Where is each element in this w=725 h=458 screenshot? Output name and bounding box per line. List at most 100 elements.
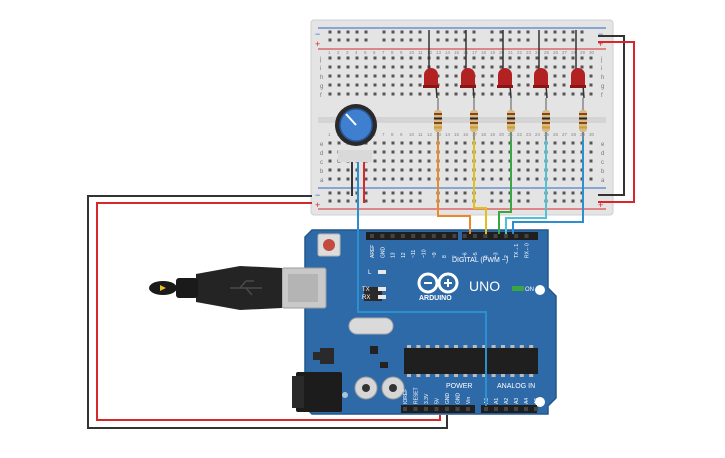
breadboard-hole[interactable] — [553, 159, 557, 163]
breadboard-hole[interactable] — [391, 74, 395, 78]
rail-hole[interactable] — [382, 191, 386, 195]
breadboard-hole[interactable] — [562, 56, 566, 60]
breadboard-hole[interactable] — [328, 168, 332, 172]
breadboard-hole[interactable] — [553, 83, 557, 87]
rail-hole[interactable] — [364, 38, 368, 42]
breadboard-hole[interactable] — [409, 141, 413, 145]
breadboard-hole[interactable] — [364, 92, 368, 96]
breadboard-hole[interactable] — [409, 177, 413, 181]
breadboard-hole[interactable] — [490, 74, 494, 78]
led-3[interactable] — [497, 30, 513, 99]
breadboard-hole[interactable] — [346, 56, 350, 60]
breadboard-hole[interactable] — [463, 141, 467, 145]
wire-gnd-to-rail[interactable] — [87, 195, 448, 429]
breadboard-hole[interactable] — [364, 83, 368, 87]
breadboard-hole[interactable] — [373, 168, 377, 172]
rail-hole[interactable] — [472, 38, 476, 42]
breadboard-hole[interactable] — [571, 92, 575, 96]
breadboard-hole[interactable] — [535, 150, 539, 154]
breadboard-hole[interactable] — [337, 177, 341, 181]
breadboard-hole[interactable] — [553, 65, 557, 69]
rail-hole[interactable] — [490, 191, 494, 195]
breadboard-hole[interactable] — [562, 92, 566, 96]
breadboard-hole[interactable] — [499, 65, 503, 69]
rail-hole[interactable] — [553, 38, 557, 42]
breadboard-hole[interactable] — [517, 56, 521, 60]
breadboard-hole[interactable] — [409, 65, 413, 69]
rail-hole[interactable] — [517, 199, 521, 203]
breadboard-hole[interactable] — [364, 56, 368, 60]
rail-hole[interactable] — [454, 199, 458, 203]
breadboard-hole[interactable] — [535, 65, 539, 69]
header-socket[interactable] — [390, 234, 395, 238]
breadboard-hole[interactable] — [481, 83, 485, 87]
breadboard-hole[interactable] — [481, 141, 485, 145]
breadboard-hole[interactable] — [427, 141, 431, 145]
breadboard-hole[interactable] — [553, 141, 557, 145]
breadboard-hole[interactable] — [373, 83, 377, 87]
rail-hole[interactable] — [391, 199, 395, 203]
breadboard-hole[interactable] — [445, 74, 449, 78]
breadboard-hole[interactable] — [445, 141, 449, 145]
rail-hole[interactable] — [490, 38, 494, 42]
breadboard-hole[interactable] — [355, 92, 359, 96]
breadboard-hole[interactable] — [481, 150, 485, 154]
breadboard-hole[interactable] — [382, 56, 386, 60]
breadboard-hole[interactable] — [400, 168, 404, 172]
breadboard-hole[interactable] — [499, 159, 503, 163]
header-socket[interactable] — [370, 234, 374, 238]
rail-hole[interactable] — [382, 199, 386, 203]
breadboard-hole[interactable] — [571, 177, 575, 181]
rail-hole[interactable] — [571, 30, 575, 34]
rail-hole[interactable] — [436, 30, 440, 34]
rail-hole[interactable] — [463, 30, 467, 34]
header-socket[interactable] — [411, 234, 416, 238]
breadboard-hole[interactable] — [580, 65, 584, 69]
breadboard-hole[interactable] — [418, 92, 422, 96]
breadboard-hole[interactable] — [490, 65, 494, 69]
rail-hole[interactable] — [418, 191, 422, 195]
breadboard-hole[interactable] — [337, 56, 341, 60]
rail-hole[interactable] — [562, 199, 566, 203]
rail-hole[interactable] — [364, 30, 368, 34]
rail-hole[interactable] — [508, 30, 512, 34]
rail-hole[interactable] — [544, 30, 548, 34]
breadboard-hole[interactable] — [553, 92, 557, 96]
breadboard-hole[interactable] — [382, 150, 386, 154]
breadboard-hole[interactable] — [562, 150, 566, 154]
rail-hole[interactable] — [562, 30, 566, 34]
breadboard-hole[interactable] — [517, 92, 521, 96]
breadboard-hole[interactable] — [328, 92, 332, 96]
rail-hole[interactable] — [346, 191, 350, 195]
breadboard-hole[interactable] — [481, 168, 485, 172]
breadboard-hole[interactable] — [571, 168, 575, 172]
breadboard-hole[interactable] — [337, 141, 341, 145]
breadboard-hole[interactable] — [364, 65, 368, 69]
breadboard-hole[interactable] — [472, 56, 476, 60]
breadboard-hole[interactable] — [589, 83, 593, 87]
breadboard-hole[interactable] — [436, 92, 440, 96]
wire-led5-pin2[interactable] — [512, 132, 584, 234]
breadboard-hole[interactable] — [463, 92, 467, 96]
breadboard-hole[interactable] — [418, 168, 422, 172]
breadboard-hole[interactable] — [463, 177, 467, 181]
breadboard-hole[interactable] — [436, 56, 440, 60]
rail-hole[interactable] — [418, 199, 422, 203]
rail-hole[interactable] — [571, 199, 575, 203]
wire-led1-pin7[interactable] — [437, 132, 471, 234]
breadboard-hole[interactable] — [373, 74, 377, 78]
rail-hole[interactable] — [445, 30, 449, 34]
breadboard-hole[interactable] — [562, 141, 566, 145]
rail-hole[interactable] — [571, 191, 575, 195]
breadboard-hole[interactable] — [535, 141, 539, 145]
breadboard-hole[interactable] — [382, 65, 386, 69]
breadboard-hole[interactable] — [589, 177, 593, 181]
header-socket[interactable] — [445, 407, 449, 411]
breadboard-hole[interactable] — [391, 177, 395, 181]
breadboard-hole[interactable] — [589, 159, 593, 163]
breadboard-hole[interactable] — [382, 92, 386, 96]
breadboard-hole[interactable] — [571, 56, 575, 60]
breadboard-hole[interactable] — [589, 150, 593, 154]
breadboard-hole[interactable] — [499, 150, 503, 154]
rail-hole[interactable] — [346, 30, 350, 34]
